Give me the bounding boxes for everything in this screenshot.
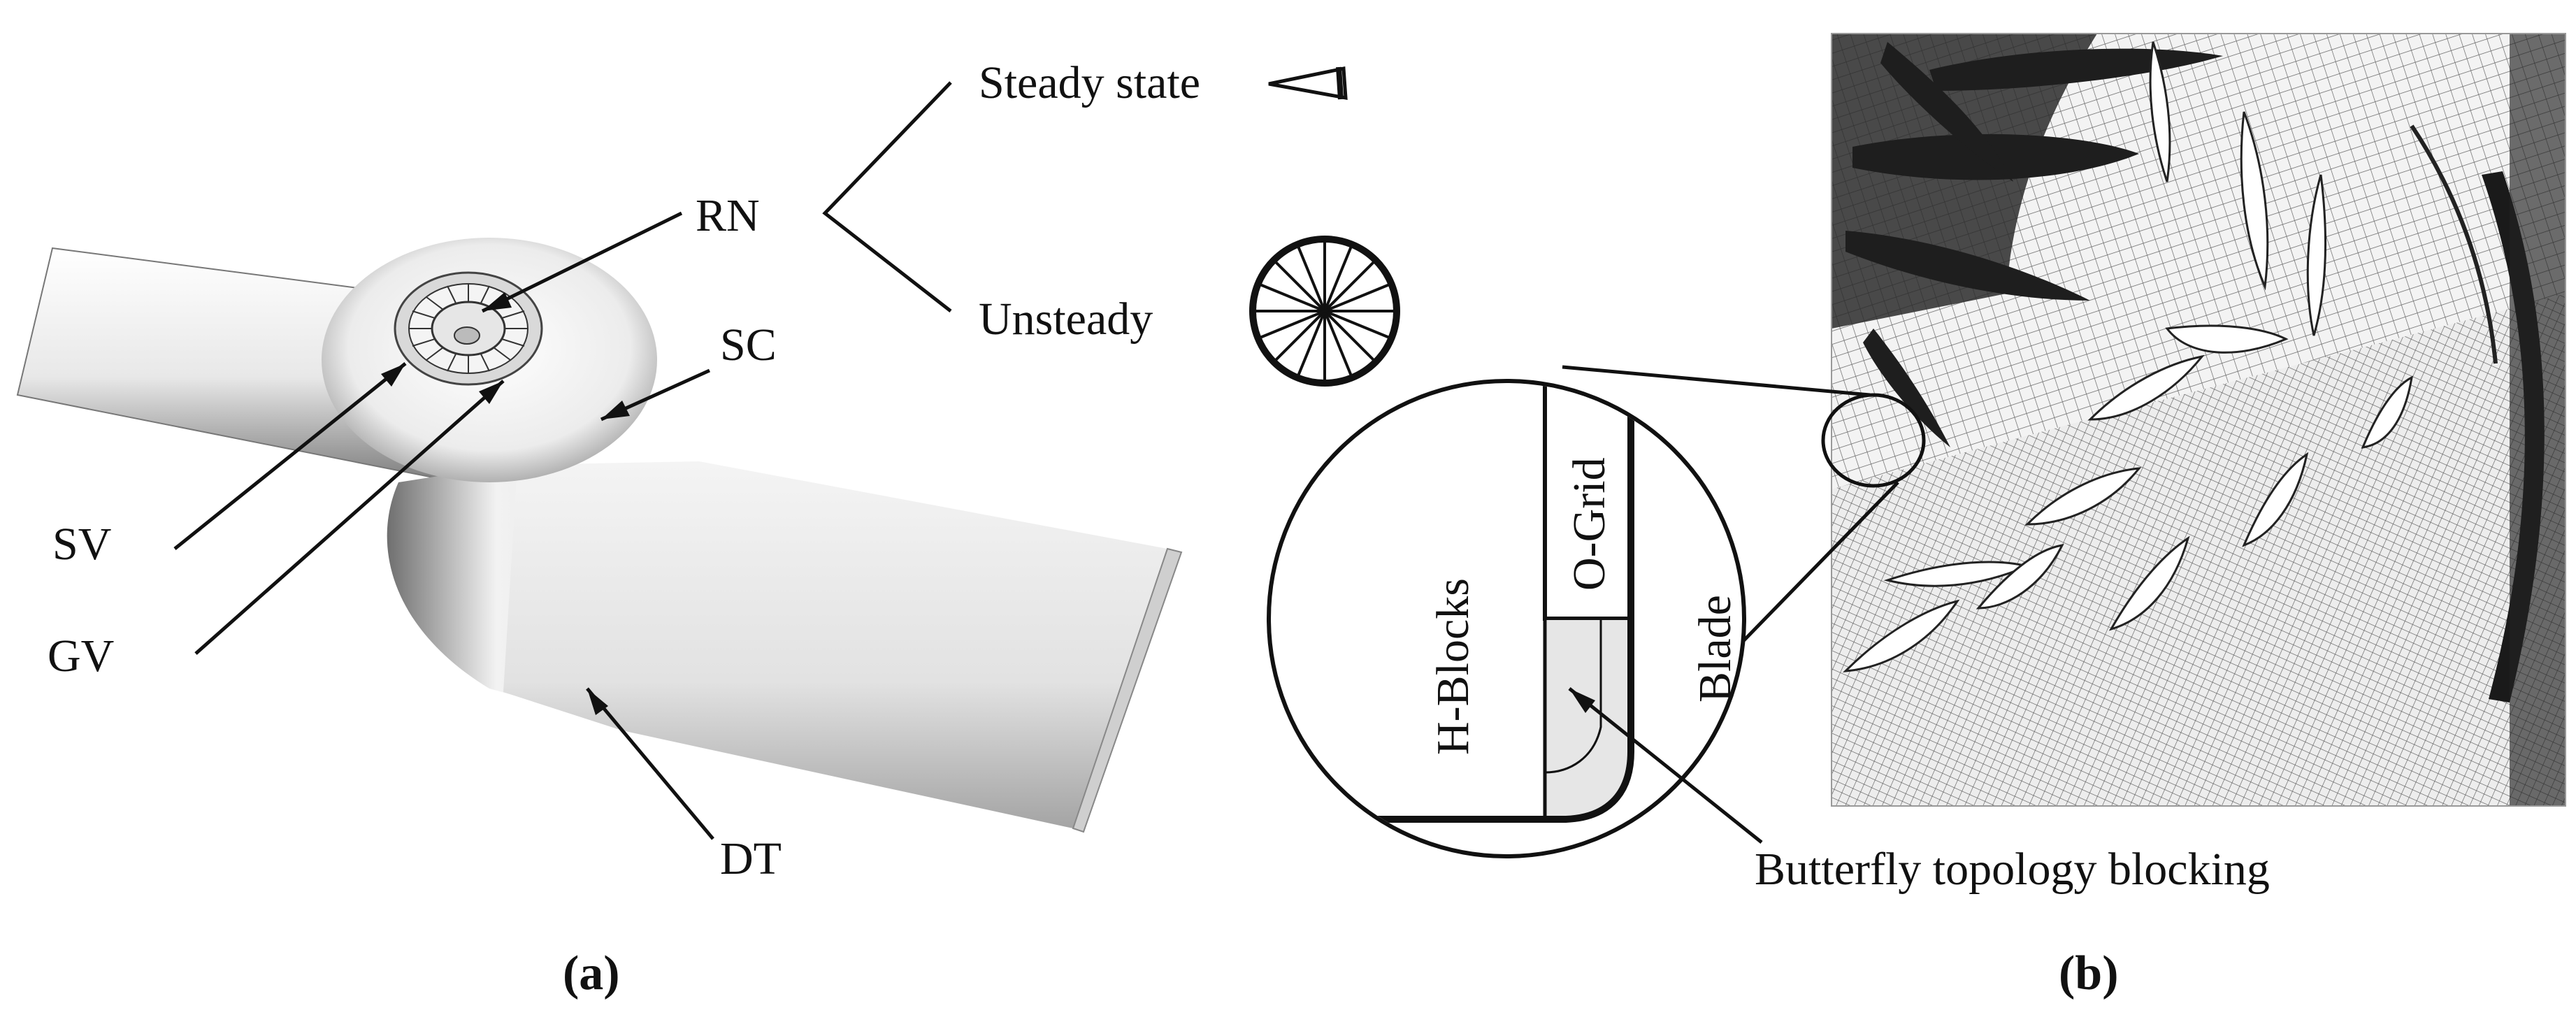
rn-branch (822, 81, 952, 312)
draft-tube-body (503, 461, 1167, 828)
runner (431, 301, 506, 357)
label-unsteady: Unsteady (979, 294, 1153, 345)
rn-arrowhead (482, 292, 512, 311)
blocking-detail (1267, 379, 1746, 858)
caption-a: (a) (563, 946, 620, 1000)
caption-b: (b) (2059, 946, 2119, 1000)
butterfly-leader (1568, 687, 1763, 844)
label-o-grid: O-Grid (1564, 457, 1615, 591)
label-butterfly: Butterfly topology blocking (1755, 844, 2270, 895)
label-sv: SV (52, 519, 111, 570)
label-steady-state: Steady state (979, 57, 1200, 108)
gv-leader (194, 380, 505, 655)
label-blade: Blade (1690, 595, 1741, 703)
butterfly-region (1544, 617, 1632, 819)
label-gv: GV (48, 631, 114, 682)
dt-arrowhead (587, 689, 608, 715)
draft-tube-outlet (1072, 547, 1183, 833)
unsteady-wheel-icon (1249, 236, 1400, 387)
butterfly-arrowhead (1569, 689, 1595, 713)
mesh-frame (1831, 33, 2566, 807)
butterfly-inner-curve (1544, 619, 1602, 774)
sc-arrowhead (601, 401, 630, 419)
blade-boundary (1370, 383, 1634, 823)
steady-state-wedge-edge (1336, 66, 1344, 100)
steady-state-wedge-icon (1268, 66, 1348, 101)
sv-arrowhead (381, 363, 405, 387)
label-h-blocks: H-Blocks (1427, 578, 1478, 755)
zoom-line-top (1562, 365, 1871, 397)
label-dt: DT (720, 833, 782, 884)
sv-leader (173, 362, 407, 550)
label-sc: SC (720, 319, 777, 370)
rn-leader (481, 211, 683, 313)
gv-arrowhead (479, 381, 503, 404)
dt-leader (586, 687, 714, 840)
zoom-indicator-circle (1821, 393, 1926, 488)
mesh-view (1832, 34, 2566, 806)
label-rn: RN (696, 190, 760, 241)
turbine-geometry (16, 238, 1183, 833)
panel-a-annotations (173, 81, 952, 840)
